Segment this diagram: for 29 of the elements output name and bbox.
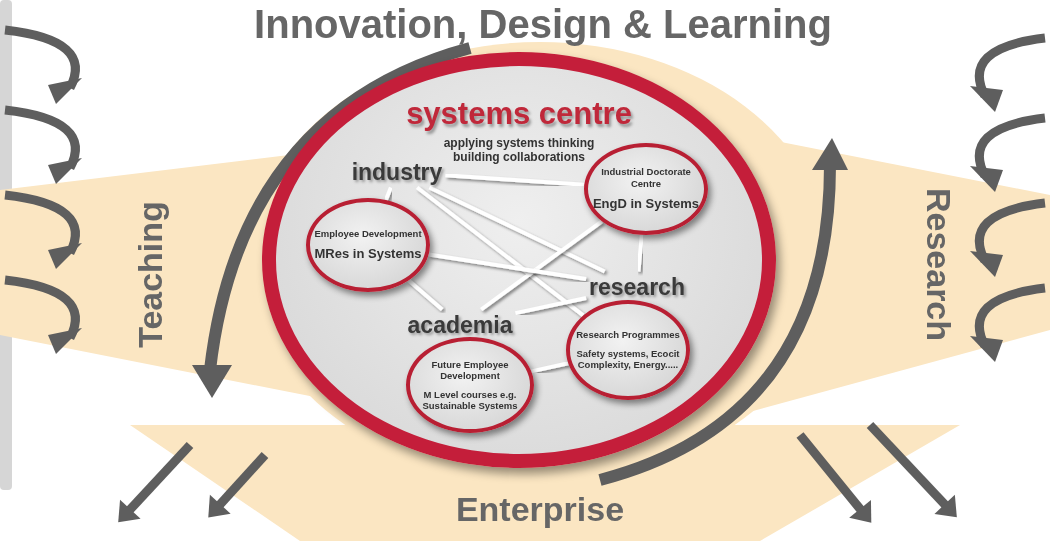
connector-line xyxy=(445,173,585,187)
node-heading: Research Programmes xyxy=(575,329,681,341)
heading-label: Research xyxy=(918,187,958,342)
node-heading: Industrial Doctorate Centre xyxy=(600,166,692,190)
category-label: research xyxy=(589,273,685,301)
ellipse-node xyxy=(306,198,430,292)
node-detail: Safety systems, Ecocit Complexity, Energy..... xyxy=(575,347,681,371)
subtitle-text: applying systems thinking building collaborations xyxy=(442,136,596,164)
node-detail: EngD in Systems xyxy=(591,196,701,212)
node-detail: M Level courses e.g. Sustainable Systems xyxy=(421,388,519,412)
category-label: academia xyxy=(407,311,513,339)
connector-line xyxy=(428,185,606,274)
node-detail: MRes in Systems xyxy=(313,246,423,262)
node-heading: Future Employee Development xyxy=(430,358,510,382)
connector-line xyxy=(415,185,585,318)
connector-line xyxy=(407,278,444,311)
heading-label: Enterprise xyxy=(455,490,625,529)
centre-title: systems centre xyxy=(406,96,632,132)
connector-line xyxy=(530,361,569,374)
connector-line xyxy=(515,296,587,316)
connector-line xyxy=(428,252,587,281)
heading-label: Innovation, Design & Learning xyxy=(254,2,832,47)
connector-line xyxy=(384,186,393,201)
category-label: industry xyxy=(351,158,443,186)
ellipse-node xyxy=(566,300,690,400)
node-heading: Employee Development xyxy=(313,228,423,240)
connector-line xyxy=(480,219,603,312)
connector-line xyxy=(636,234,644,272)
heading-label: Teaching xyxy=(130,201,170,348)
